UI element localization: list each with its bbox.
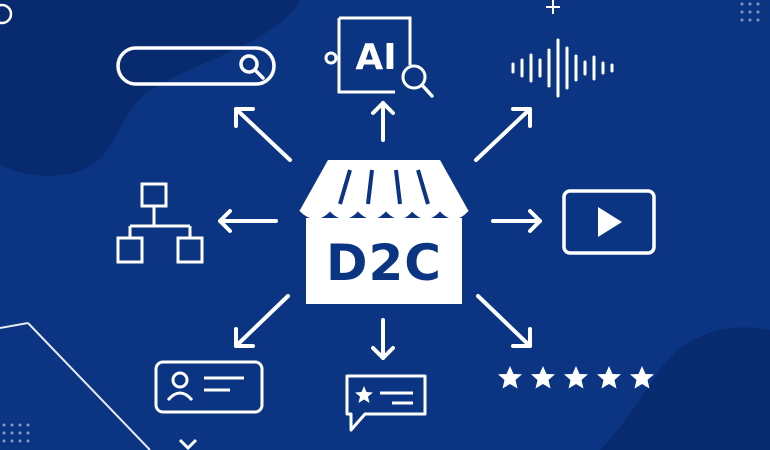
d2c-store-icon	[299, 160, 469, 304]
video-play-icon	[562, 189, 656, 255]
arrow-up-icon	[371, 101, 395, 142]
arrow-down-right-icon	[476, 294, 532, 348]
arrow-up-left-icon	[234, 107, 292, 162]
ai-search-icon	[324, 16, 434, 98]
d2c-label: D2C	[326, 234, 442, 292]
arrow-right-icon	[491, 209, 542, 233]
background-blob-bottom-right	[600, 327, 770, 450]
decor-chevron-icon	[178, 438, 198, 450]
review-chat-icon	[345, 374, 427, 432]
ai-label: AI	[355, 36, 397, 78]
arrow-down-left-icon	[234, 294, 290, 348]
contact-card-icon	[154, 360, 264, 414]
sound-wave-icon	[511, 38, 614, 98]
sitemap-icon	[116, 182, 204, 264]
arrow-left-icon	[218, 209, 278, 233]
background-blob-top-left	[0, 0, 300, 176]
decor-dots-icon	[2, 2, 760, 443]
decor-lines-icon	[0, 322, 151, 450]
sparkle-icon	[546, 0, 560, 14]
arrow-up-right-icon	[474, 107, 532, 162]
five-star-rating-icon	[498, 366, 654, 389]
decor-ring-icon	[0, 3, 13, 25]
arrows	[218, 101, 542, 360]
search-bar-icon	[116, 46, 276, 86]
arrow-down-icon	[371, 318, 395, 360]
